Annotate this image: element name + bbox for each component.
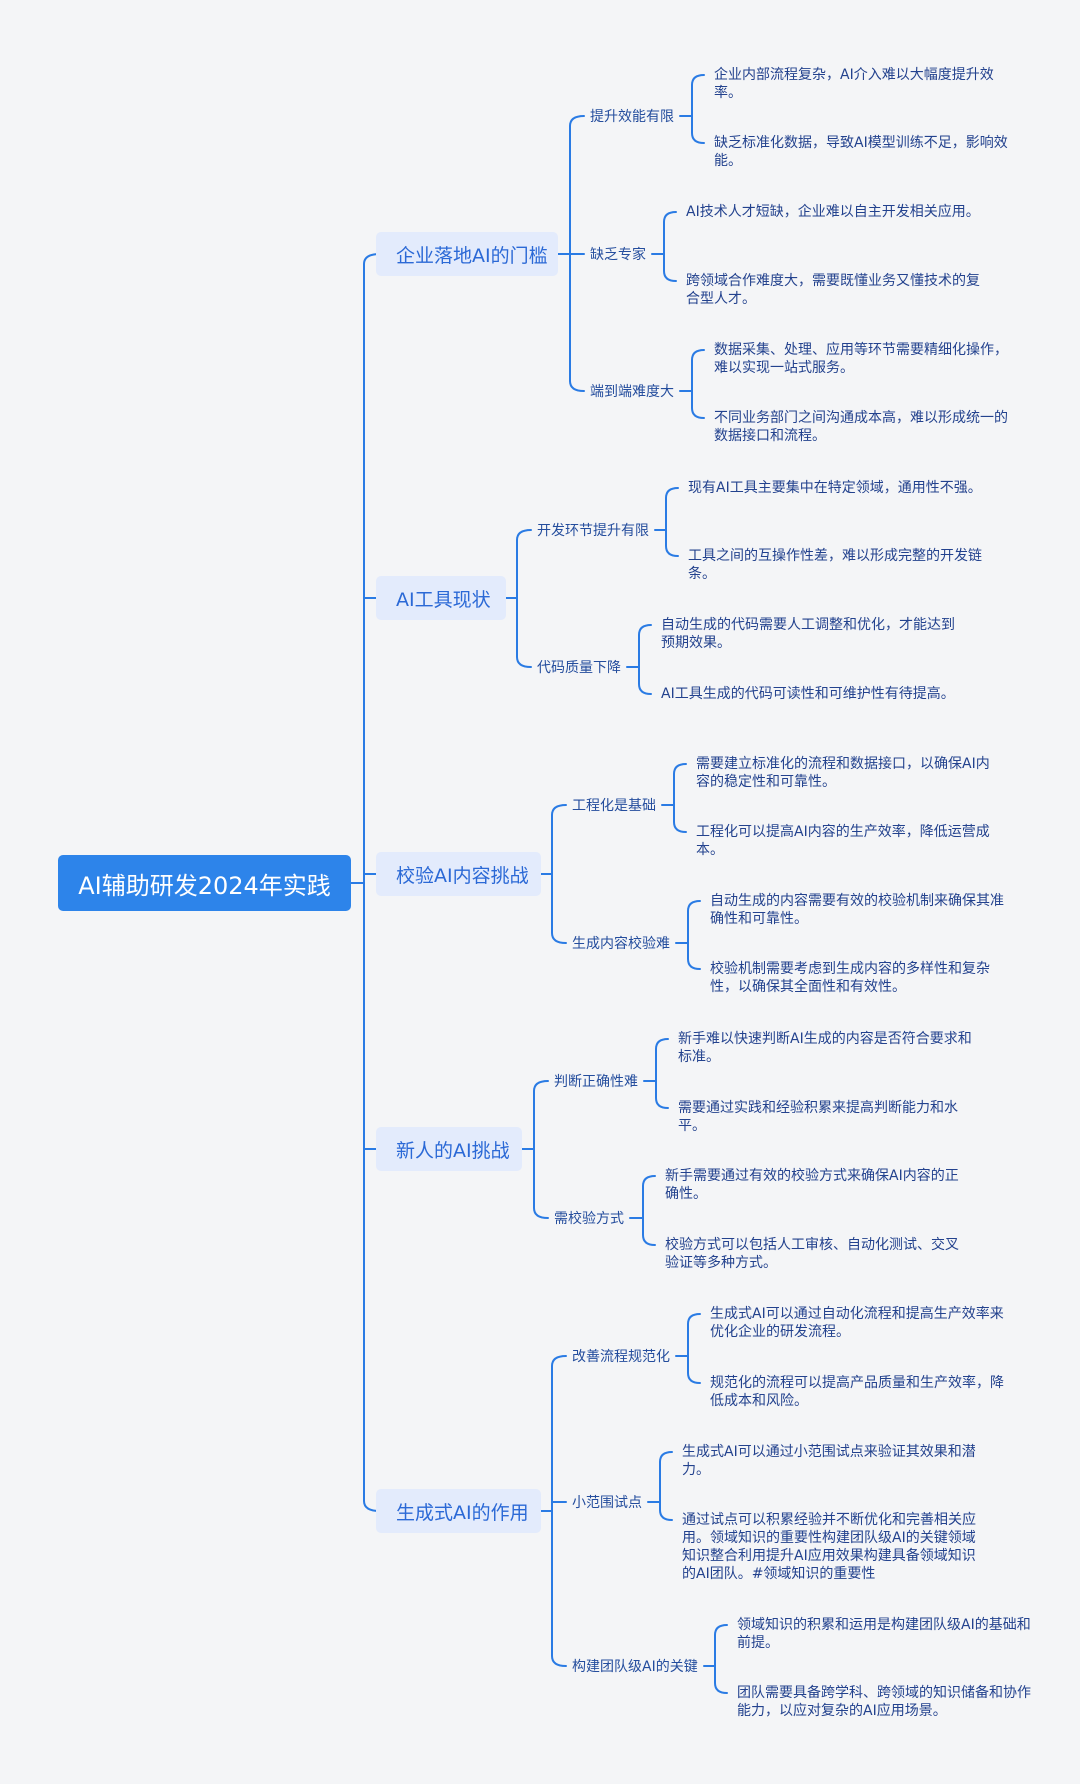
leaf-note: AI工具生成的代码可读性和可维护性有待提高。 [661,686,955,702]
leaf-note: 企业内部流程复杂，AI介入难以大幅度提升效率。 [714,67,994,101]
sub-topic[interactable]: 端到端难度大 [590,384,674,400]
leaf-note: 新手需要通过有效的校验方式来确保AI内容的正确性。 [665,1168,959,1202]
leaf-note: 工具之间的互操作性差，难以形成完整的开发链条。 [688,548,982,582]
leaf-note: 需要建立标准化的流程和数据接口，以确保AI内容的稳定性和可靠性。 [696,756,990,790]
leaf-note: 团队需要具备跨学科、跨领域的知识储备和协作能力，以应对复杂的AI应用场景。 [737,1685,1031,1719]
sub-topic[interactable]: 生成内容校验难 [572,936,670,952]
leaf-note: 生成式AI可以通过小范围试点来验证其效果和潜力。 [682,1444,976,1478]
leaf-note: 需要通过实践和经验积累来提高判断能力和水平。 [678,1100,958,1134]
sub-topic[interactable]: 代码质量下降 [537,660,621,676]
leaf-note: 自动生成的内容需要有效的校验机制来确保其准确性和可靠性。 [710,893,1004,927]
leaf-note: 自动生成的代码需要人工调整和优化，才能达到预期效果。 [661,617,955,651]
sub-topic[interactable]: 提升效能有限 [590,109,674,125]
branch-topic[interactable]: 企业落地AI的门槛 [376,232,558,276]
leaf-note: AI技术人才短缺，企业难以自主开发相关应用。 [686,204,980,220]
leaf-note: 跨领域合作难度大，需要既懂业务又懂技术的复合型人才。 [686,273,980,307]
leaf-note: 新手难以快速判断AI生成的内容是否符合要求和标准。 [678,1031,972,1065]
leaf-note: 数据采集、处理、应用等环节需要精细化操作，难以实现一站式服务。 [714,342,1008,376]
sub-topic[interactable]: 改善流程规范化 [572,1349,670,1365]
leaf-note: 工程化可以提高AI内容的生产效率，降低运营成本。 [696,824,990,858]
leaf-note: 规范化的流程可以提高产品质量和生产效率，降低成本和风险。 [710,1375,1004,1409]
branch-topic[interactable]: 校验AI内容挑战 [376,852,541,896]
leaf-note: 不同业务部门之间沟通成本高，难以形成统一的数据接口和流程。 [714,410,1008,444]
sub-topic[interactable]: 缺乏专家 [590,247,646,263]
root-node[interactable]: AI辅助研发2024年实践 [58,855,351,911]
sub-topic[interactable]: 需校验方式 [554,1211,624,1227]
branch-topic[interactable]: AI工具现状 [376,576,506,620]
leaf-note: 校验方式可以包括人工审核、自动化测试、交叉验证等多种方式。 [665,1237,959,1271]
sub-topic[interactable]: 小范围试点 [572,1495,642,1511]
branch-topic[interactable]: 新人的AI挑战 [376,1127,522,1171]
branch-topic[interactable]: 生成式AI的作用 [376,1489,541,1533]
sub-topic[interactable]: 工程化是基础 [572,798,656,814]
leaf-note: 领域知识的积累和运用是构建团队级AI的基础和前提。 [737,1617,1031,1651]
leaf-note: 通过试点可以积累经验并不断优化和完善相关应用。领域知识的重要性构建团队级AI的关… [682,1512,976,1582]
sub-topic[interactable]: 构建团队级AI的关键 [572,1659,698,1675]
leaf-note: 校验机制需要考虑到生成内容的多样性和复杂性，以确保其全面性和有效性。 [710,961,990,995]
leaf-note: 现有AI工具主要集中在特定领域，通用性不强。 [688,480,982,496]
leaf-note: 生成式AI可以通过自动化流程和提高生产效率来优化企业的研发流程。 [710,1306,1004,1340]
sub-topic[interactable]: 判断正确性难 [554,1074,638,1090]
leaf-note: 缺乏标准化数据，导致AI模型训练不足，影响效能。 [714,135,1008,169]
sub-topic[interactable]: 开发环节提升有限 [537,523,649,539]
